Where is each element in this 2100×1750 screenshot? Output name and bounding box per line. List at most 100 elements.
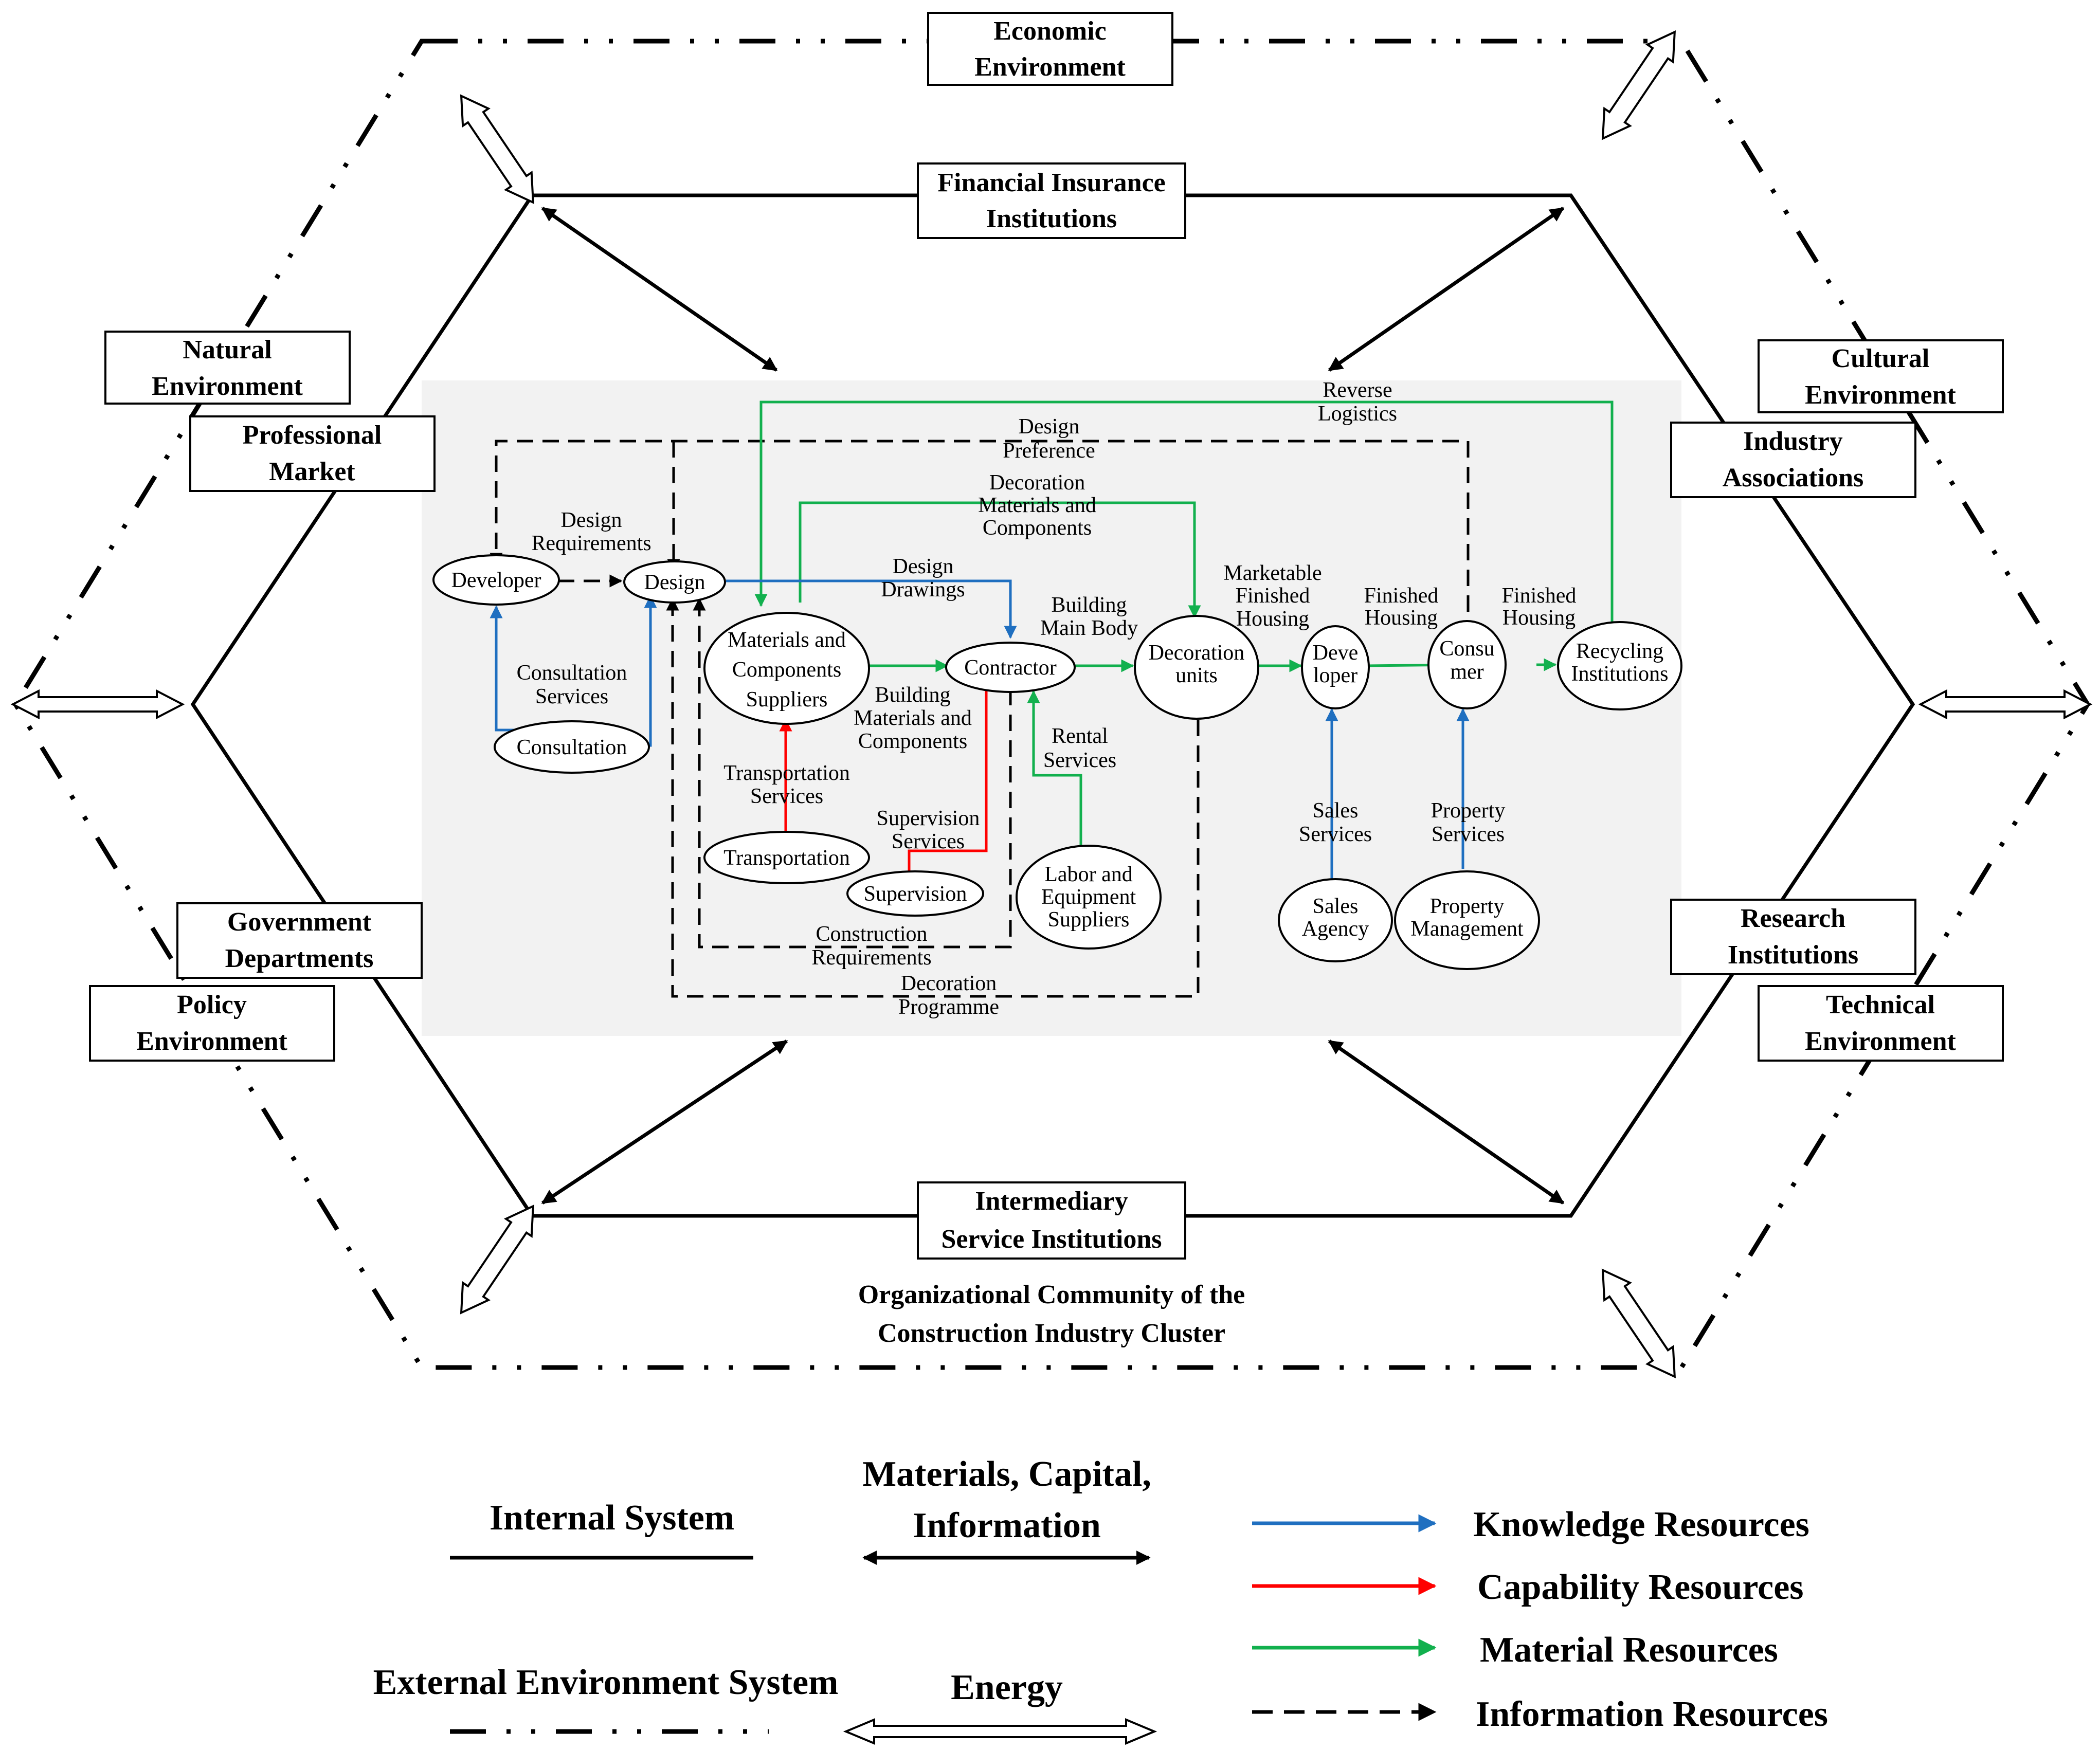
node-labor-equipment-suppliers[interactable]: Labor and Equipment Suppliers	[1016, 845, 1162, 950]
box-line: Service Institutions	[942, 1225, 1162, 1254]
cultural-environment-box: Cultural Environment	[1758, 339, 2004, 413]
node-contractor-label: Contractor	[964, 656, 1057, 680]
node-materials-suppliers-line3: Suppliers	[746, 688, 828, 712]
energy-arrow-top-left	[460, 94, 535, 205]
label-design-drawings-1: Design	[893, 555, 954, 578]
node-consultation[interactable]: Consultation	[494, 720, 650, 774]
node-labor-line2: Equipment	[1041, 885, 1136, 909]
label-marketable-housing-2: Finished	[1236, 584, 1310, 608]
node-decoration-units-line2: units	[1175, 664, 1218, 687]
flow-reverse-logistics	[754, 400, 1614, 643]
box-line: Economic	[993, 16, 1107, 46]
intermediary-service-institutions-box: Intermediary Service Institutions	[917, 1181, 1186, 1260]
box-line: Environment	[152, 372, 303, 401]
internal-system-hexagon	[190, 193, 1915, 1218]
label-building-main-body-2: Main Body	[1040, 616, 1138, 640]
node-contractor[interactable]: Contractor	[945, 642, 1076, 693]
node-sales-agency[interactable]: Sales Agency	[1278, 878, 1393, 962]
exchange-arrows	[541, 207, 1565, 1205]
flow-design-preference	[490, 440, 1470, 637]
box-line: Policy	[177, 990, 247, 1019]
exchange-arrow-bottom-right	[1328, 1040, 1565, 1205]
box-line: Government	[227, 907, 372, 937]
label-property-services-1: Property	[1431, 799, 1506, 823]
box-line: Financial Insurance	[937, 168, 1166, 197]
legend-materials-capital-line2: Information	[913, 1506, 1101, 1545]
label-design-requirements-1: Design	[561, 508, 622, 532]
label-design-preference-1: Design	[1019, 415, 1080, 439]
node-consumer[interactable]: Consu mer	[1427, 620, 1507, 709]
label-rental-services-1: Rental	[1052, 724, 1108, 748]
label-reverse-logistics-1: Reverse	[1323, 378, 1392, 402]
energy-arrow-left	[10, 689, 185, 720]
node-developer-label: Developer	[451, 569, 541, 592]
industry-associations-box: Industry Associations	[1670, 422, 1916, 498]
node-developer-2-line2: loper	[1313, 664, 1357, 687]
economic-environment-box: Economic Environment	[927, 12, 1173, 86]
label-decoration-materials-1: Decoration	[989, 471, 1085, 495]
label-marketable-housing-1: Marketable	[1223, 561, 1321, 585]
legend-internal-system-label: Internal System	[490, 1498, 734, 1538]
node-transportation-label: Transportation	[723, 846, 850, 870]
node-materials-suppliers[interactable]: Materials and Components Suppliers	[703, 612, 870, 725]
box-line: Professional	[243, 421, 382, 450]
node-consumer-line1: Consu	[1439, 637, 1494, 661]
node-sales-agency-line1: Sales	[1313, 895, 1359, 918]
node-labor-line1: Labor and	[1044, 863, 1132, 886]
financial-insurance-institutions-box: Financial Insurance Institutions	[917, 162, 1186, 239]
label-reverse-logistics-2: Logistics	[1318, 402, 1397, 426]
node-developer-2[interactable]: Deve loper	[1301, 625, 1370, 709]
legend: Internal System External Environment Sys…	[373, 1454, 1828, 1745]
node-property-management-line1: Property	[1430, 895, 1505, 918]
node-recycling-line2: Institutions	[1571, 662, 1668, 686]
box-line: Environment	[136, 1027, 287, 1056]
label-finished-housing-2b: Housing	[1502, 606, 1576, 630]
node-developer[interactable]: Developer	[432, 554, 560, 606]
node-recycling-line1: Recycling	[1576, 640, 1663, 663]
box-line: Cultural	[1832, 344, 1930, 373]
box-line: Research	[1741, 904, 1845, 933]
label-finished-housing-2a: Finished	[1502, 584, 1577, 608]
node-supervision[interactable]: Supervision	[846, 870, 984, 917]
label-building-materials-3: Components	[858, 730, 967, 753]
community-caption-line2: Construction Industry Cluster	[878, 1319, 1225, 1348]
exchange-arrow-top-left	[541, 207, 778, 372]
legend-energy-label: Energy	[951, 1668, 1063, 1707]
box-line: Associations	[1723, 463, 1863, 493]
energy-arrow-bottom-right	[1601, 1268, 1676, 1379]
label-marketable-housing-3: Housing	[1236, 607, 1309, 631]
node-transportation[interactable]: Transportation	[703, 831, 870, 884]
information-flows	[490, 440, 1470, 998]
legend-material-label: Material Resources	[1480, 1630, 1778, 1670]
box-line: Market	[269, 457, 355, 486]
box-line: Industry	[1743, 427, 1843, 456]
node-recycling-institutions[interactable]: Recycling Institutions	[1557, 621, 1682, 710]
label-consultation-services-1: Consultation	[517, 661, 627, 685]
flow-rental-services	[1027, 690, 1082, 851]
node-property-management-line2: Management	[1410, 917, 1524, 941]
flow-construction-requirements	[693, 597, 1012, 949]
label-rental-services-2: Services	[1043, 749, 1116, 772]
nodes: Developer Design Consultation Materials …	[432, 554, 1682, 970]
government-departments-box: Government Departments	[176, 902, 423, 979]
box-line: Environment	[974, 52, 1126, 82]
label-decoration-materials-2: Materials and	[978, 494, 1096, 517]
energy-arrows	[10, 30, 2093, 1379]
node-decoration-units[interactable]: Decoration units	[1134, 615, 1259, 720]
node-sales-agency-line2: Agency	[1302, 917, 1369, 941]
community-caption-line1: Organizational Community of the	[858, 1280, 1245, 1309]
label-supervision-services-2: Services	[892, 830, 965, 853]
label-supervision-services-1: Supervision	[877, 807, 980, 830]
node-design[interactable]: Design	[623, 560, 726, 604]
node-property-management[interactable]: Property Management	[1394, 870, 1540, 970]
box-line: Departments	[225, 944, 374, 973]
box-line: Institutions	[1728, 940, 1858, 970]
node-design-label: Design	[644, 571, 705, 594]
legend-energy-arrow	[843, 1718, 1157, 1745]
exchange-arrow-top-right	[1328, 207, 1565, 372]
node-decoration-units-line1: Decoration	[1149, 641, 1245, 665]
legend-information-label: Information Resources	[1476, 1694, 1828, 1734]
label-transportation-services-2: Services	[750, 785, 823, 808]
label-transportation-services-1: Transportation	[723, 761, 850, 785]
